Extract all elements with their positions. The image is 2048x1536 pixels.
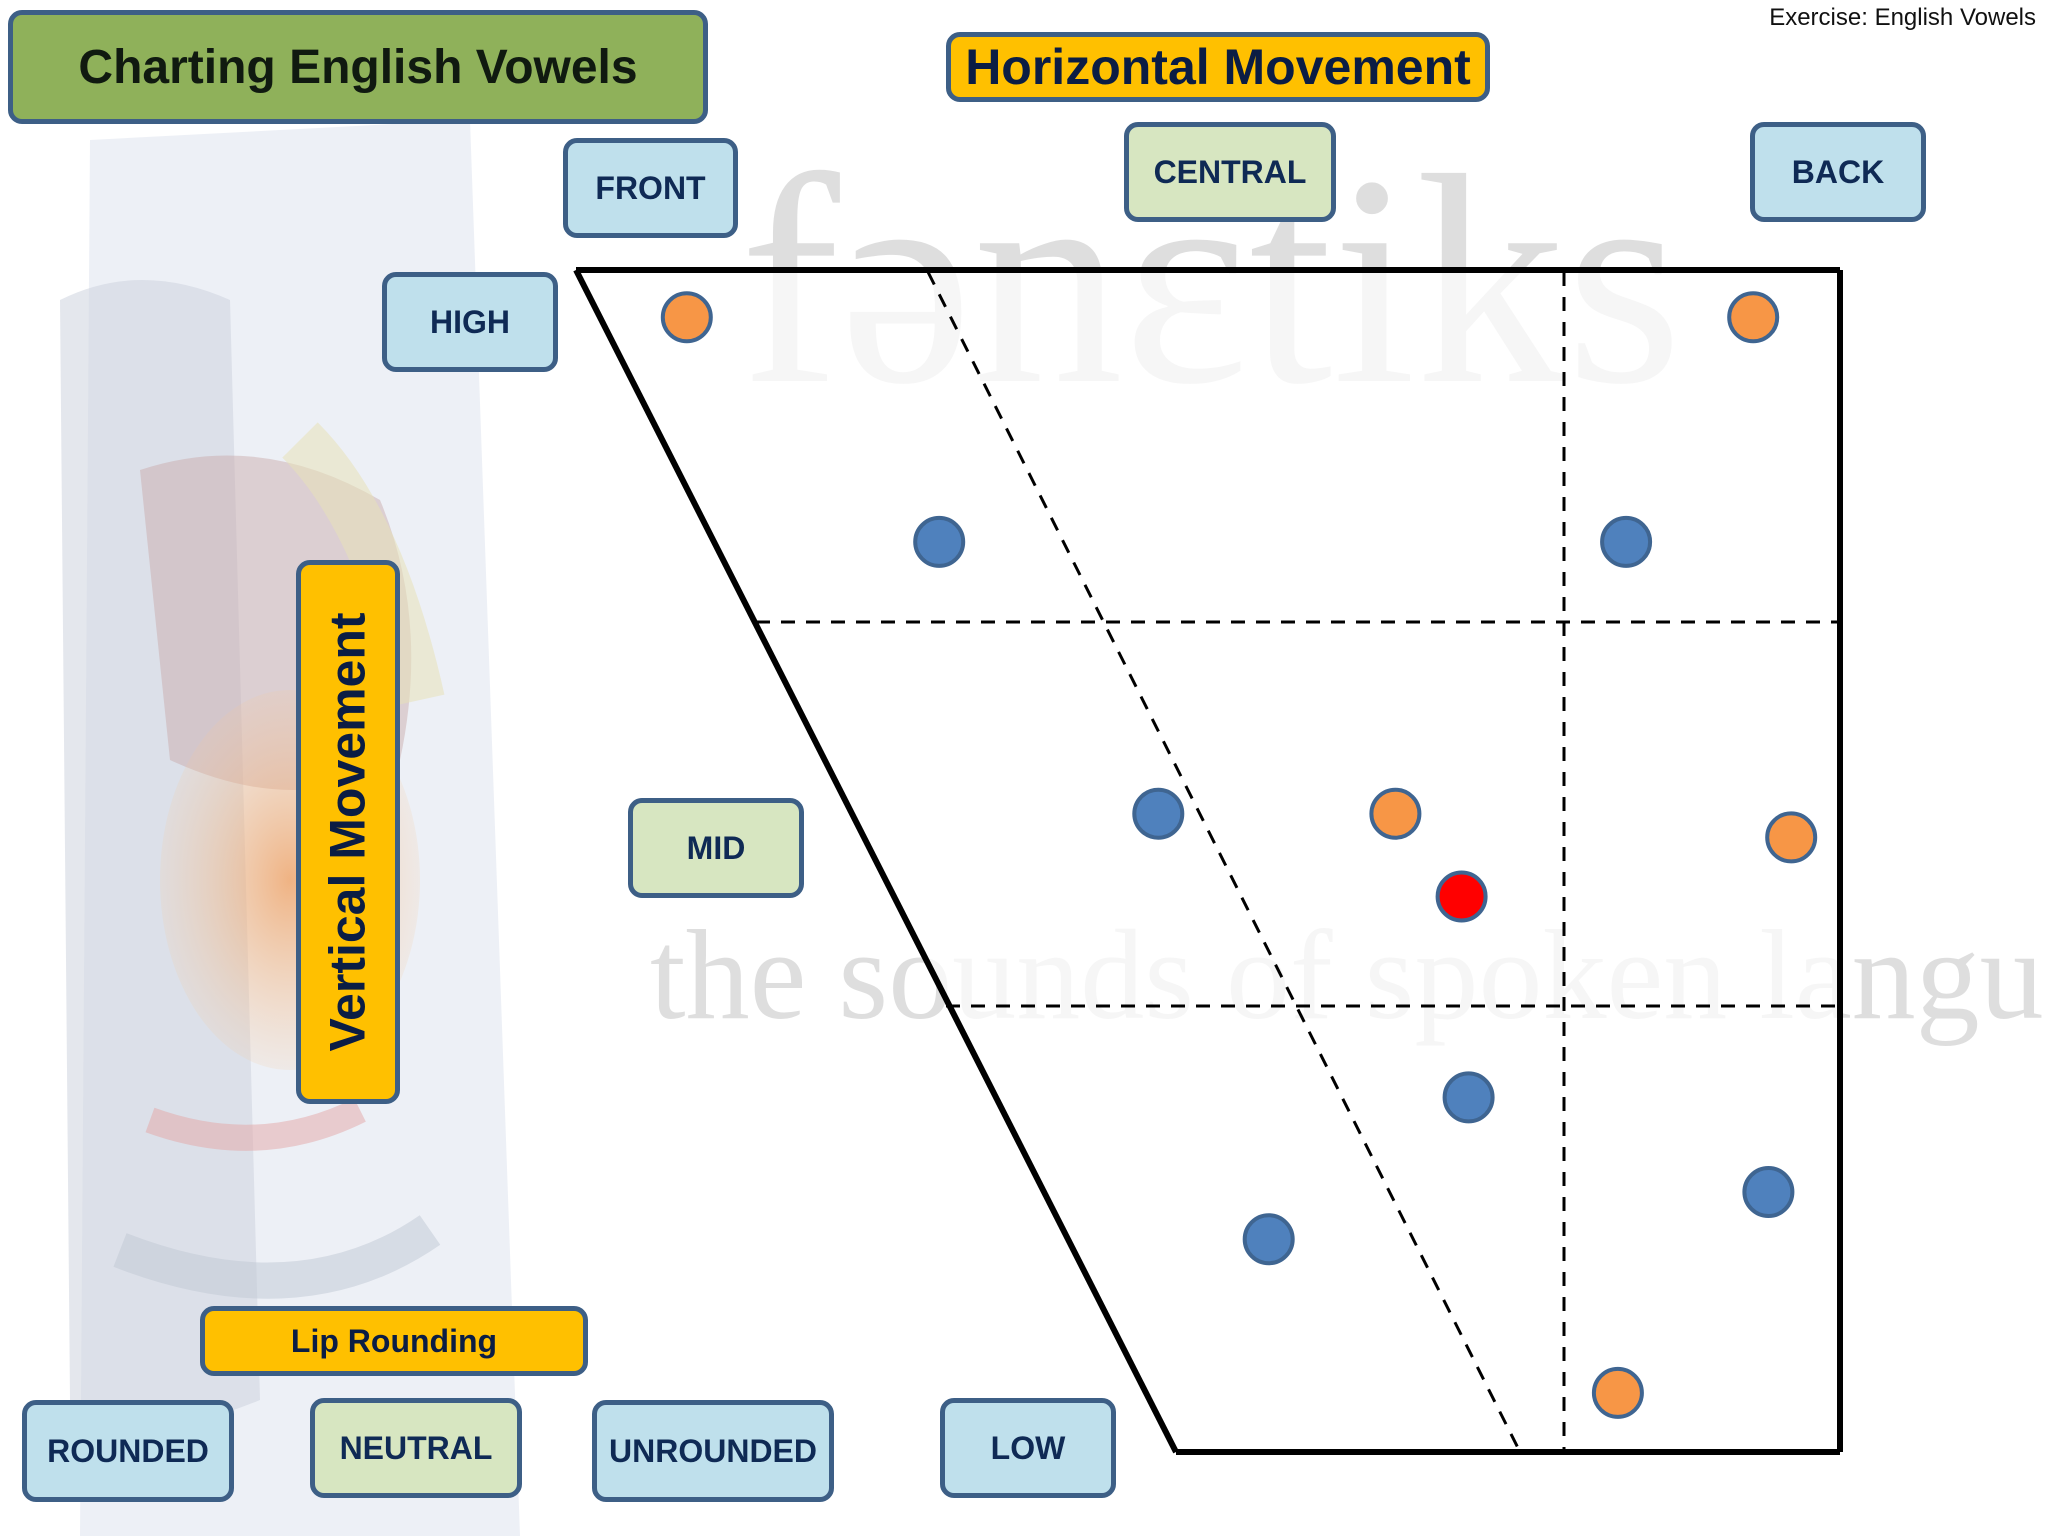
high-label[interactable]: HIGH <box>382 272 558 372</box>
vertical-movement-label: Vertical Movement <box>320 612 376 1052</box>
vowel-point-6[interactable] <box>1369 787 1422 840</box>
low-label[interactable]: LOW <box>940 1398 1116 1498</box>
vowel-point-8[interactable] <box>1435 870 1488 923</box>
vertical-movement-box: Vertical Movement <box>296 560 400 1104</box>
vowel-point-5[interactable] <box>1132 787 1185 840</box>
vowel-quadrilateral-fill <box>576 270 1840 1452</box>
chart-front-edge <box>573 268 1179 1454</box>
slide-title: Charting English Vowels <box>8 10 708 124</box>
exercise-label: Exercise: English Vowels <box>1769 4 2036 31</box>
unrounded-label[interactable]: UNROUNDED <box>592 1400 834 1502</box>
vowel-point-10[interactable] <box>1242 1213 1295 1266</box>
back-label[interactable]: BACK <box>1750 122 1926 222</box>
vowel-point-9[interactable] <box>1442 1071 1495 1124</box>
neutral-label[interactable]: NEUTRAL <box>310 1398 522 1498</box>
rounded-label[interactable]: ROUNDED <box>22 1400 234 1502</box>
vowel-point-12[interactable] <box>1591 1366 1644 1419</box>
vowel-point-1[interactable] <box>660 291 713 344</box>
vowel-point-4[interactable] <box>1600 515 1653 568</box>
vowel-point-11[interactable] <box>1742 1166 1795 1218</box>
central-label[interactable]: CENTRAL <box>1124 122 1336 222</box>
front-label[interactable]: FRONT <box>563 138 738 238</box>
lip-rounding-label: Lip Rounding <box>200 1306 588 1376</box>
central-divider-left <box>926 271 1522 1453</box>
mid-label[interactable]: MID <box>628 798 804 898</box>
vowel-point-3[interactable] <box>913 515 966 568</box>
vowel-point-2[interactable] <box>1727 291 1780 344</box>
horizontal-movement-label: Horizontal Movement <box>946 32 1490 102</box>
vowel-point-7[interactable] <box>1765 811 1818 864</box>
